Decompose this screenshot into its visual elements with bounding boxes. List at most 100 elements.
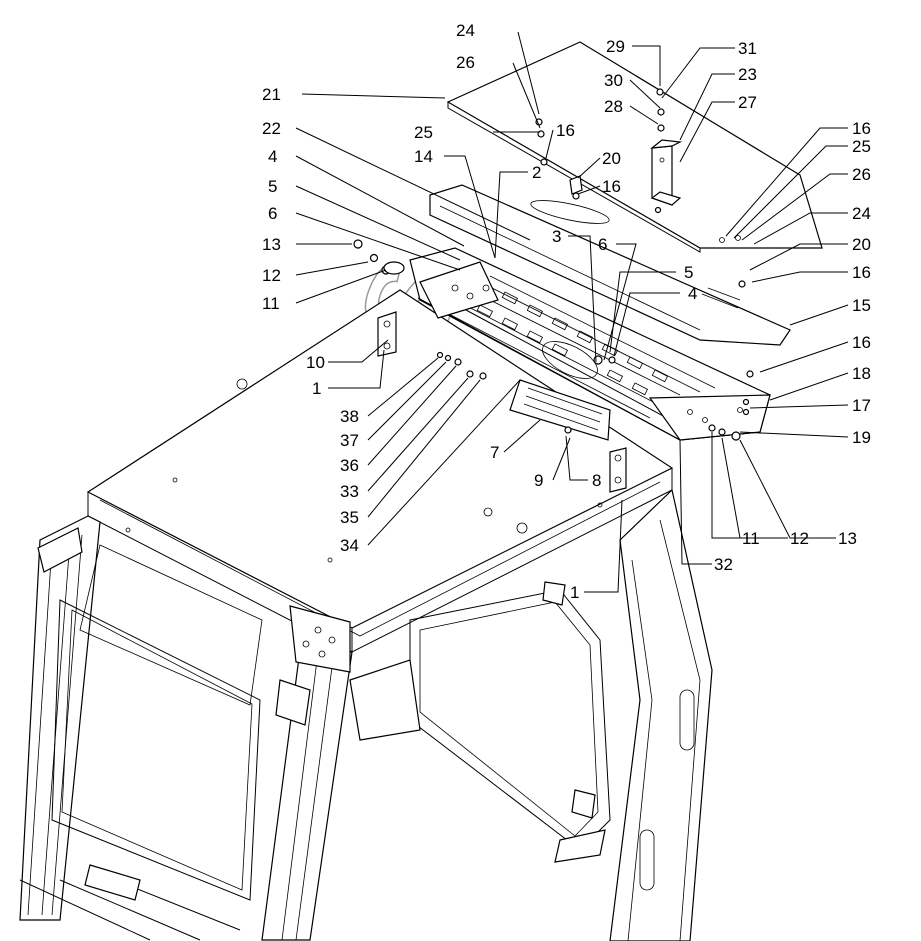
- filter-tray: [409, 247, 771, 441]
- label-7: 7: [490, 443, 499, 462]
- label-11: 11: [262, 294, 280, 313]
- grommet-ring: [383, 261, 405, 275]
- washer-37: [444, 354, 452, 362]
- nut-36: [454, 358, 462, 366]
- label-23: 23: [738, 65, 757, 84]
- clip-35: [479, 372, 487, 380]
- bracket-27: [650, 139, 683, 206]
- filter-grille: [444, 275, 716, 419]
- label-14: 14: [414, 147, 433, 166]
- label-17: 17: [852, 396, 871, 415]
- label-12: 12: [262, 266, 281, 285]
- label-6: 6: [268, 204, 277, 223]
- label-21: 21: [262, 85, 281, 104]
- label-24: 24: [456, 21, 475, 40]
- screw-16e: [746, 370, 754, 378]
- washer-30: [657, 108, 665, 116]
- grab-slot: [679, 689, 695, 751]
- filter-panel: [509, 379, 611, 441]
- upper-cover: [429, 184, 791, 346]
- cab-frame: [19, 289, 713, 941]
- door-latch: [554, 829, 606, 863]
- grab-slot: [639, 829, 655, 891]
- label-9: 9: [534, 471, 543, 490]
- label-6: 6: [598, 235, 607, 254]
- label-16: 16: [852, 119, 871, 138]
- clip-33: [466, 370, 474, 378]
- label-33: 33: [340, 482, 359, 501]
- mounting-bracket-left: [377, 311, 397, 357]
- label-19: 19: [852, 428, 871, 447]
- hinge-bracket: [275, 679, 311, 726]
- label-16: 16: [852, 263, 871, 282]
- label-4: 4: [268, 147, 277, 166]
- label-32: 32: [714, 555, 733, 574]
- label-36: 36: [340, 456, 359, 475]
- label-22: 22: [262, 119, 281, 138]
- label-1: 1: [312, 379, 321, 398]
- label-34: 34: [340, 536, 359, 555]
- label-2: 2: [532, 163, 541, 182]
- pin-20: [569, 175, 583, 195]
- floor-bracket: [84, 864, 141, 901]
- left-bracket: [37, 527, 83, 573]
- label-4: 4: [688, 284, 697, 303]
- label-24: 24: [852, 204, 871, 223]
- washer-12b: [718, 428, 726, 436]
- windscreen-opening: [51, 599, 261, 901]
- label-38: 38: [340, 407, 359, 426]
- left-front-pillar: [19, 515, 101, 921]
- pin-20b: [738, 280, 746, 288]
- door-hinge: [349, 659, 421, 741]
- end-plate-right: [648, 394, 771, 441]
- nut-28: [657, 124, 665, 132]
- label-20: 20: [852, 235, 871, 254]
- bolt-29: [656, 88, 664, 96]
- label-3: 3: [552, 227, 561, 246]
- label-26: 26: [456, 53, 475, 72]
- callout-labels: 24 26 21 25 22 14 4 5 6 13 12 11 10 1 38…: [262, 21, 871, 602]
- label-16: 16: [852, 333, 871, 352]
- nut-13b: [731, 431, 741, 441]
- nut-13: [353, 239, 363, 249]
- label-12: 12: [790, 529, 809, 548]
- label-35: 35: [340, 508, 359, 527]
- label-28: 28: [604, 97, 623, 116]
- washer-12: [369, 253, 379, 263]
- label-20: 20: [602, 149, 621, 168]
- roof-hole: [516, 522, 528, 534]
- label-16: 16: [556, 121, 575, 140]
- label-13: 13: [262, 235, 281, 254]
- screw-16: [540, 158, 548, 166]
- label-13: 13: [838, 529, 857, 548]
- label-26: 26: [852, 165, 871, 184]
- label-31: 31: [738, 39, 757, 58]
- mounting-bracket-right: [609, 447, 627, 493]
- roof-hole: [483, 507, 493, 517]
- label-37: 37: [340, 431, 359, 450]
- hinge-plate: [289, 605, 351, 673]
- label-27: 27: [738, 93, 757, 112]
- screw-9: [564, 426, 572, 434]
- rear-right-pillar: [609, 488, 713, 941]
- label-1: 1: [570, 583, 579, 602]
- label-25: 25: [414, 123, 433, 142]
- grommet-11b: [708, 424, 716, 432]
- label-30: 30: [604, 71, 623, 90]
- label-16: 16: [602, 177, 621, 196]
- label-10: 10: [306, 353, 325, 372]
- label-25: 25: [852, 137, 871, 156]
- label-11: 11: [742, 529, 760, 548]
- screw-38: [436, 351, 444, 359]
- label-5: 5: [268, 177, 277, 196]
- label-29: 29: [606, 37, 625, 56]
- roof-hole: [236, 378, 248, 390]
- leader-lines: [295, 31, 849, 593]
- blower-opening: [542, 341, 598, 379]
- label-18: 18: [852, 364, 871, 383]
- label-5: 5: [684, 263, 693, 282]
- end-plate-left: [419, 261, 499, 319]
- label-8: 8: [592, 471, 601, 490]
